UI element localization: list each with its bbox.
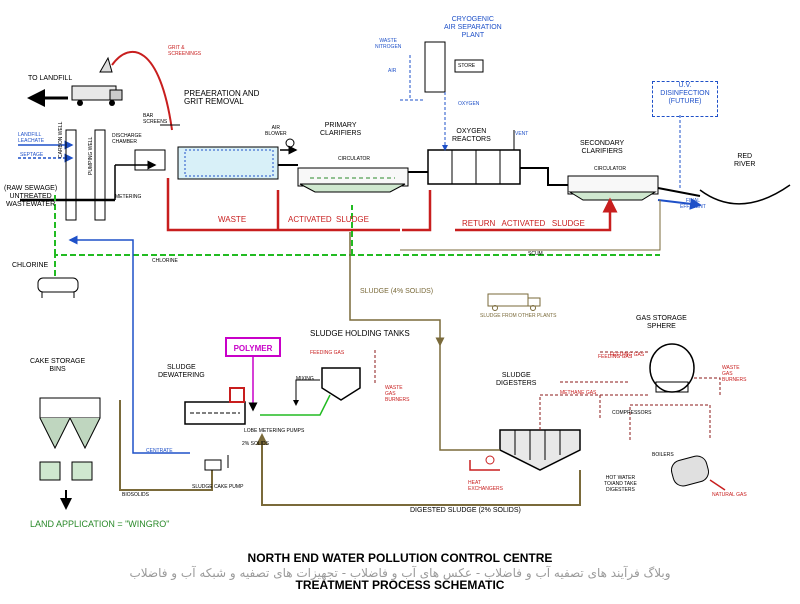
label-biosolids: BIOSOLIDS <box>122 492 149 498</box>
page-subtitle: TREATMENT PROCESS SCHEMATIC <box>295 578 505 592</box>
label-to-landfill: TO LANDFILL <box>28 75 73 82</box>
label-sludge-other-plants: SLUDGE FROM OTHER PLANTS <box>480 313 557 319</box>
label-sludge-dewatering: SLUDGE DEWATERING <box>158 364 205 379</box>
primary-clarifier <box>297 167 409 193</box>
boiler <box>670 455 710 487</box>
label-secondary-clarifiers: SECONDARY CLARIFIERS <box>580 140 625 155</box>
label-feeding-gas-3: FEEDING GAS <box>610 352 645 358</box>
label-sludge-4pct: SLUDGE (4% SOLIDS) <box>360 288 434 295</box>
oxygen-reactors <box>427 130 521 185</box>
centrate-line <box>68 235 190 454</box>
dewatering-centrifuge <box>184 387 246 425</box>
preaeration-tank <box>160 124 279 180</box>
label-return-activated-sludge: RETURN ACTIVATED SLUDGE <box>462 219 585 228</box>
label-cake-storage: CAKE STORAGE BINS <box>30 358 86 373</box>
cake-storage-bins <box>39 397 101 510</box>
label-air-blower: AIR BLOWER <box>265 125 287 137</box>
label-heat-exchangers: HEAT EXCHANGERS <box>468 480 504 492</box>
label-oxygen: OXYGEN <box>458 101 480 107</box>
label-carbon-well: CARBON WELL <box>58 121 64 158</box>
label-waste-gas-burners-2: WASTE GAS BURNERS <box>722 365 747 383</box>
sludge-digester <box>499 429 581 471</box>
label-land-application: LAND APPLICATION = "WINGRO" <box>30 519 170 529</box>
gas-storage-sphere <box>649 343 695 393</box>
label-septage: SEPTAGE <box>20 152 44 158</box>
label-activated: ACTIVATED <box>288 215 332 224</box>
label-pumping-well: PUMPING WELL <box>88 136 94 175</box>
heat-exchanger-pump <box>485 455 495 465</box>
grit-chute <box>111 50 173 131</box>
label-oxygen-reactors: OXYGEN REACTORS <box>452 128 491 143</box>
sludge-lines <box>166 178 618 232</box>
label-chlorine-line: CHLORINE <box>152 258 178 264</box>
sludge-truck-icon <box>487 293 541 311</box>
label-two-pct-solids: 2% SOLIDS <box>242 441 269 447</box>
label-discharge-chamber: DISCHARGE CHAMBER <box>112 133 142 145</box>
label-cryogenic: CRYOGENIC AIR SEPARATION PLANT <box>444 16 502 39</box>
label-circulator-1: CIRCULATOR <box>338 156 371 162</box>
label-feeding-gas-2: FEEDING GAS <box>598 354 633 360</box>
label-sludge-holding-tanks: SLUDGE HOLDING TANKS <box>310 329 410 338</box>
landfill-truck-icon <box>27 56 123 107</box>
label-chlorine: CHLORINE <box>12 262 49 269</box>
polymer-box: POLYMER <box>225 337 281 357</box>
sludge-cake-pump <box>204 459 222 471</box>
pumping-well <box>94 129 106 221</box>
label-circulator-2: CIRCULATOR <box>594 166 627 172</box>
air-blower <box>285 138 295 148</box>
sludge-4pct-line <box>349 232 445 347</box>
final-effluent <box>657 197 702 210</box>
label-preaeration: PREAERATION AND GRIT REMOVAL <box>184 89 260 106</box>
label-waste-gas-burners-1: WASTE GAS BURNERS <box>385 385 410 403</box>
label-centrate: CENTRATE <box>146 448 173 454</box>
label-feeding-gas-1: FEEDING GAS <box>310 350 345 356</box>
label-boilers: BOILERS <box>652 452 674 458</box>
cryogenic-plant <box>400 41 484 151</box>
inflow-lines <box>18 140 74 163</box>
label-sludge-cake-pump: SLUDGE CAKE PUMP <box>192 484 244 490</box>
label-methane-gas: METHANE GAS <box>560 390 597 396</box>
label-natural-gas: NATURAL GAS <box>712 492 747 498</box>
label-final-effluent: FINAL EFFLUENT <box>680 198 706 210</box>
label-uv: U.V. DISINFECTION (FUTURE) <box>660 82 710 105</box>
chlorine-line <box>54 254 660 285</box>
label-digested-sludge: DIGESTED SLUDGE (2% SOLIDS) <box>410 507 521 514</box>
label-waste-nitrogen: WASTE NITROGEN <box>375 38 402 50</box>
label-compressors: COMPRESSORS <box>612 410 652 416</box>
red-river <box>699 184 791 205</box>
carbon-well <box>65 129 77 221</box>
label-air: AIR <box>388 68 397 74</box>
uv-disinfection-box <box>652 81 718 117</box>
biosolids-line <box>119 400 213 491</box>
label-vent: VENT <box>515 131 529 137</box>
label-hot-water: HOT WATER TO/AND TAKE DIGESTERS <box>604 475 637 493</box>
page-title: NORTH END WATER POLLUTION CONTROL CENTRE <box>247 551 553 565</box>
label-waste: WASTE <box>218 215 247 224</box>
label-red-river: RED RIVER <box>734 153 756 168</box>
label-bar-screens: BAR SCREENS <box>143 113 168 125</box>
label-gas-storage: GAS STORAGE SPHERE <box>636 315 687 330</box>
label-landfill-leachate: LANDFILL LEACHATE <box>18 132 45 144</box>
label-grit-screenings: GRIT & SCREENINGS <box>168 45 202 57</box>
label-lobe-pumps: LOBE METERING PUMPS <box>244 428 305 434</box>
label-sludge: SLUDGE <box>336 215 369 224</box>
chlorine-tank-icon <box>37 277 79 298</box>
secondary-clarifier <box>567 175 659 201</box>
gas-lines <box>539 351 650 430</box>
label-mixing: MIXING <box>296 376 314 382</box>
digested-sludge-line <box>256 433 581 506</box>
label-raw-sewage: (RAW SEWAGE) UNTREATED WASTEWATER <box>4 185 58 208</box>
discharge-chamber <box>134 149 166 171</box>
scum-line <box>400 200 661 251</box>
label-scum: SCUM <box>528 251 543 257</box>
label-store: STORE <box>458 63 476 69</box>
label-sludge-digesters: SLUDGE DIGESTERS <box>496 372 537 387</box>
label-primary-clarifiers: PRIMARY CLARIFIERS <box>320 122 362 137</box>
sludge-holding-tank <box>321 367 361 401</box>
watermark: وبلاگ فرآیند های تصفیه آب و فاضلاب - عکس… <box>129 566 671 580</box>
main-flow <box>278 164 701 197</box>
label-metering: METERING <box>115 194 142 200</box>
